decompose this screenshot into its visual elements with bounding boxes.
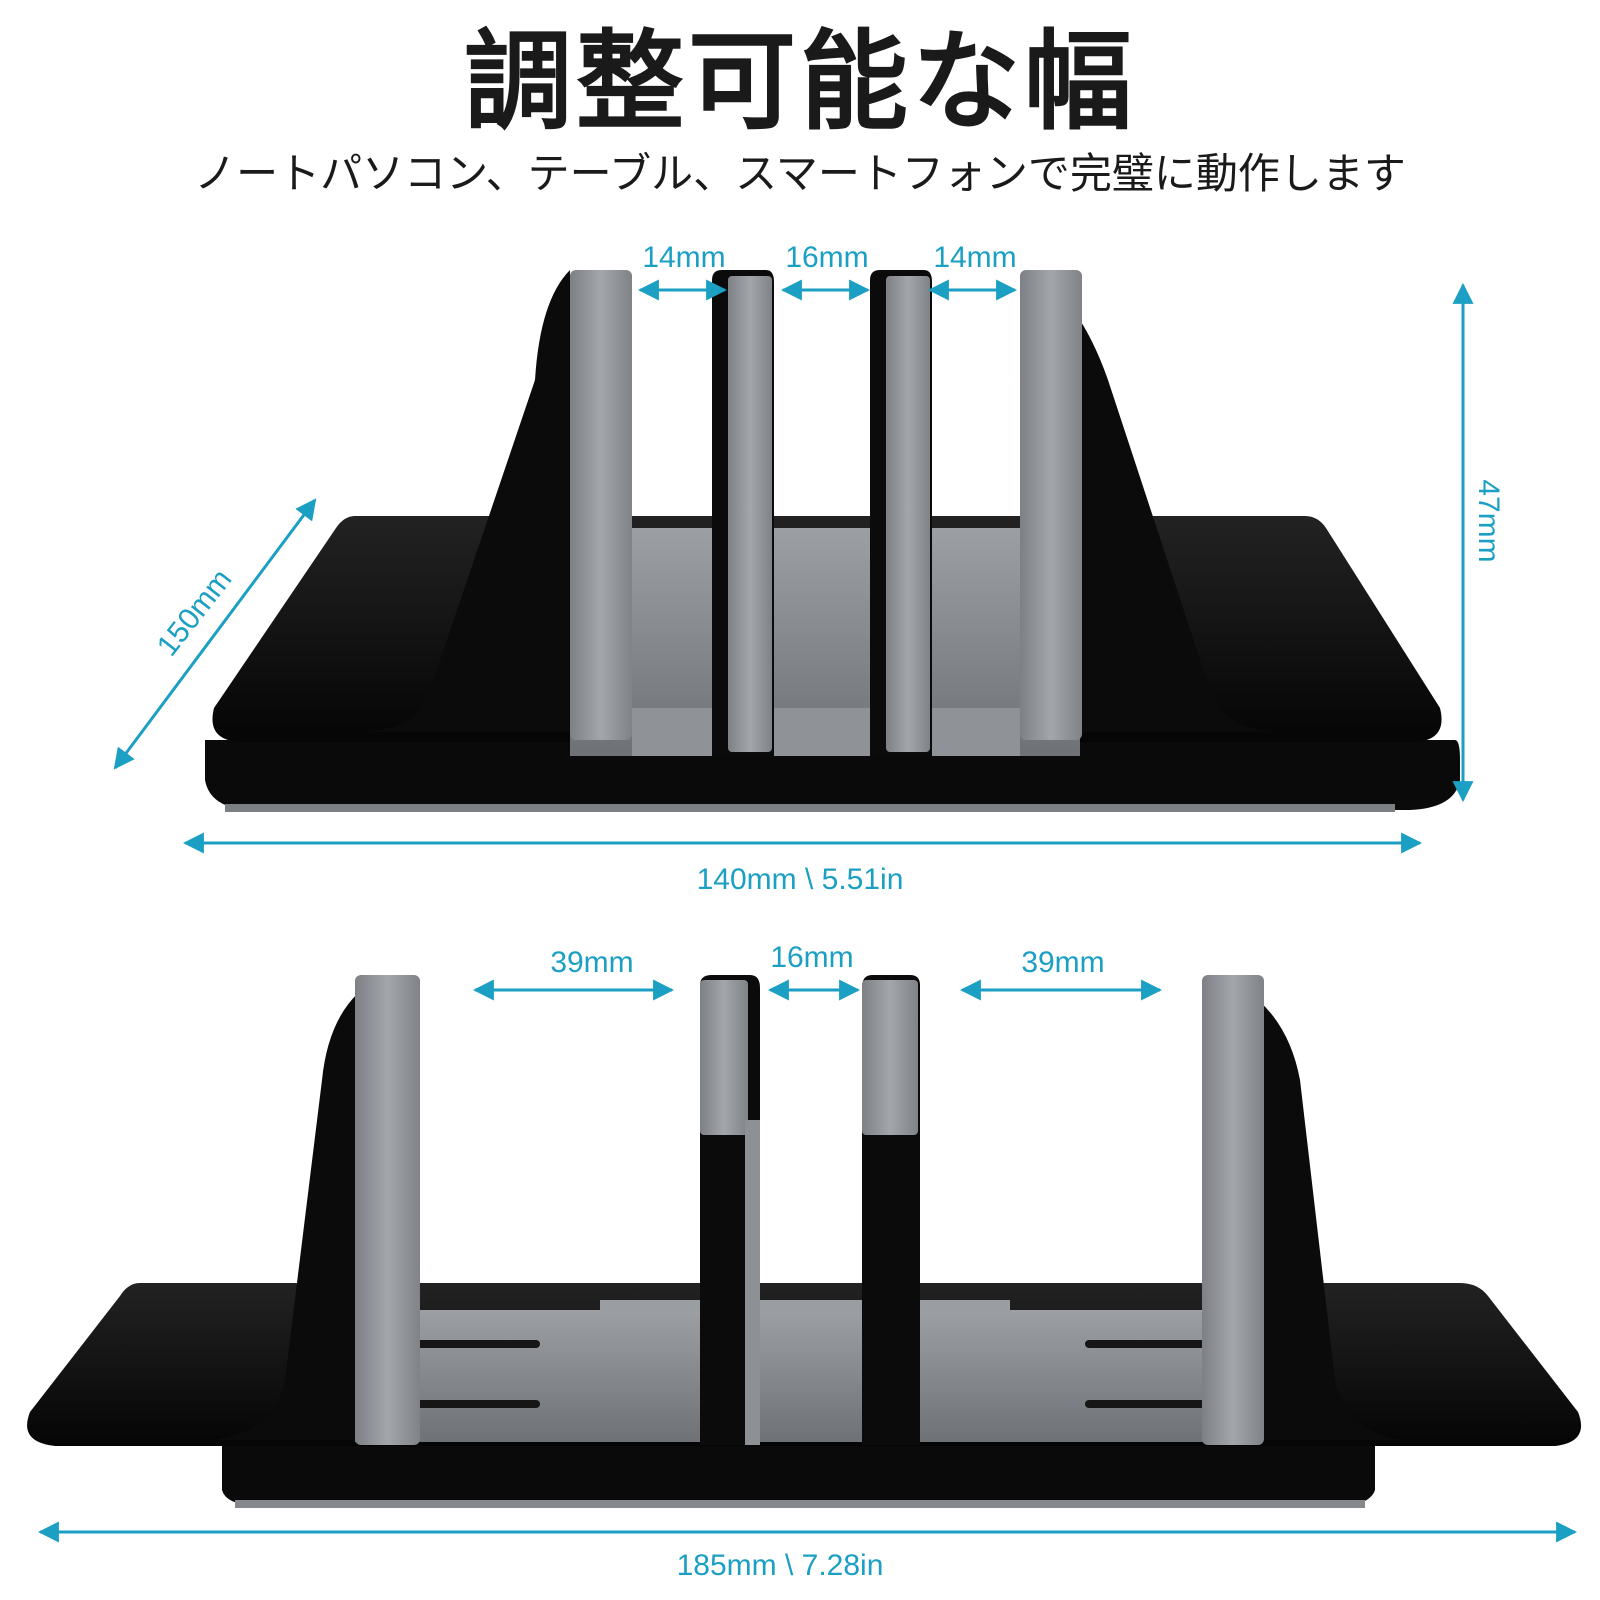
page-subtitle: ノートパソコン、テーブル、スマートフォンで完璧に動作します <box>194 149 1406 198</box>
arrow-top-depth <box>113 498 317 770</box>
dim-top-gap-right: 14mm <box>933 241 1017 274</box>
bottom-dimension-arrows <box>37 979 1578 1543</box>
dim-bottom-gap-middle: 16mm <box>770 941 854 974</box>
dim-top-gap-left: 14mm <box>642 241 726 274</box>
stand-bottom <box>27 975 1582 1508</box>
dim-top-gap-middle: 16mm <box>785 241 869 274</box>
dim-bottom-gap-right: 39mm <box>1021 946 1105 979</box>
top-dimension-arrows <box>113 279 1474 854</box>
dim-bottom-width: 185mm \ 7.28in <box>676 1549 884 1582</box>
dim-bottom-gap-left: 39mm <box>550 946 634 979</box>
dim-top-height: 47mm <box>1472 479 1505 563</box>
stand-top <box>205 270 1460 812</box>
page-title: 調整可能な幅 <box>463 20 1136 145</box>
dim-top-width: 140mm \ 5.51in <box>696 863 904 896</box>
